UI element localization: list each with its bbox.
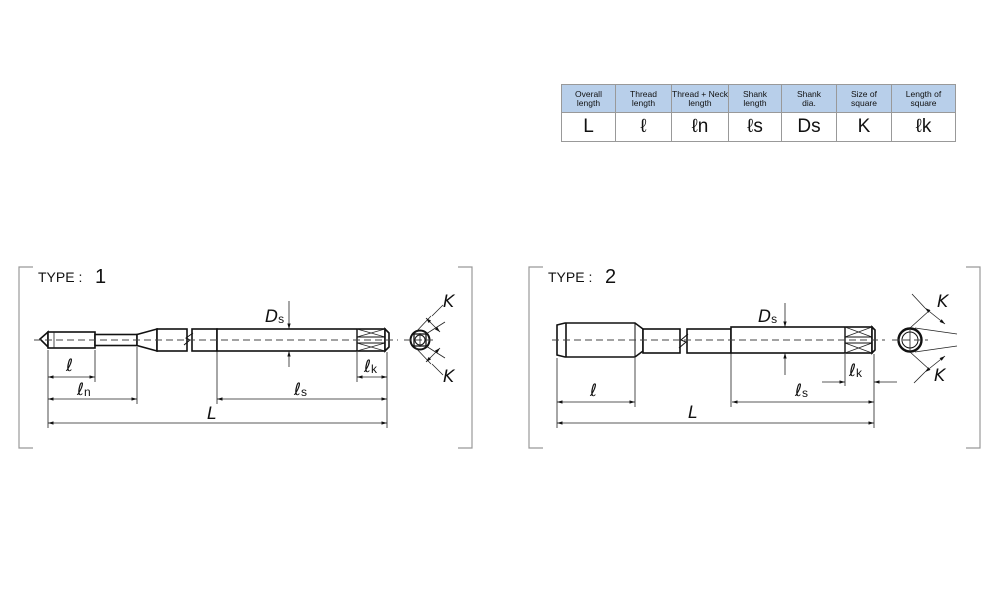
type1-shank-dia-label: Ds [265,307,284,327]
symbol-K: K [836,112,892,142]
type1-left-bracket [18,266,33,449]
symbol-L: L [561,112,616,142]
type1-overall-length-label: L [207,404,216,424]
type1-tap-body [34,327,398,353]
symbol-ls: ℓs [728,112,782,142]
type2-K-bottom-label: K [934,366,947,386]
type1-dimensions: ℓ ℓn ℓs L ℓk Ds [47,301,388,428]
type2-label: TYPE : [548,269,592,285]
type2-shank-dia-label: Ds [758,307,777,327]
type2-drawing: TYPE : 2 K K [528,266,981,449]
symbol-Ds: Ds [781,112,837,142]
type1-label: TYPE : [38,269,82,285]
type2-tap-body [552,322,885,358]
type2-dimensions: ℓ ℓs L ℓk Ds [556,303,897,428]
type1-shank-length-label: ℓs [293,380,307,400]
type2-thread-length-label: ℓ [589,381,597,401]
type2-right-bracket [966,266,981,449]
type2-end-view: K K [892,292,958,386]
type2-square-length-label: ℓk [848,361,863,381]
type1-end-view: K K [404,292,456,387]
type1-number: 1 [95,266,106,288]
type2-K-top-label: K [937,292,950,312]
type1-right-bracket [458,266,473,449]
type1-K-top-label: K [443,292,456,312]
type2-overall-length-label: L [688,403,697,423]
type2-shank-length-label: ℓs [794,381,808,401]
type1-thread-length-label: ℓ [65,356,73,376]
type1-drawing: TYPE : 1 [18,266,473,449]
type2-left-bracket [528,266,543,449]
legend-symbol-row: L ℓ ℓn ℓs Ds K ℓk [561,112,956,142]
symbol-lk: ℓk [891,112,956,142]
type2-number: 2 [605,266,616,288]
symbol-ln: ℓn [671,112,729,142]
type1-thread-neck-length-label: ℓn [76,380,91,400]
type1-square-length-label: ℓk [363,357,378,377]
type1-K-bottom-label: K [443,367,456,387]
